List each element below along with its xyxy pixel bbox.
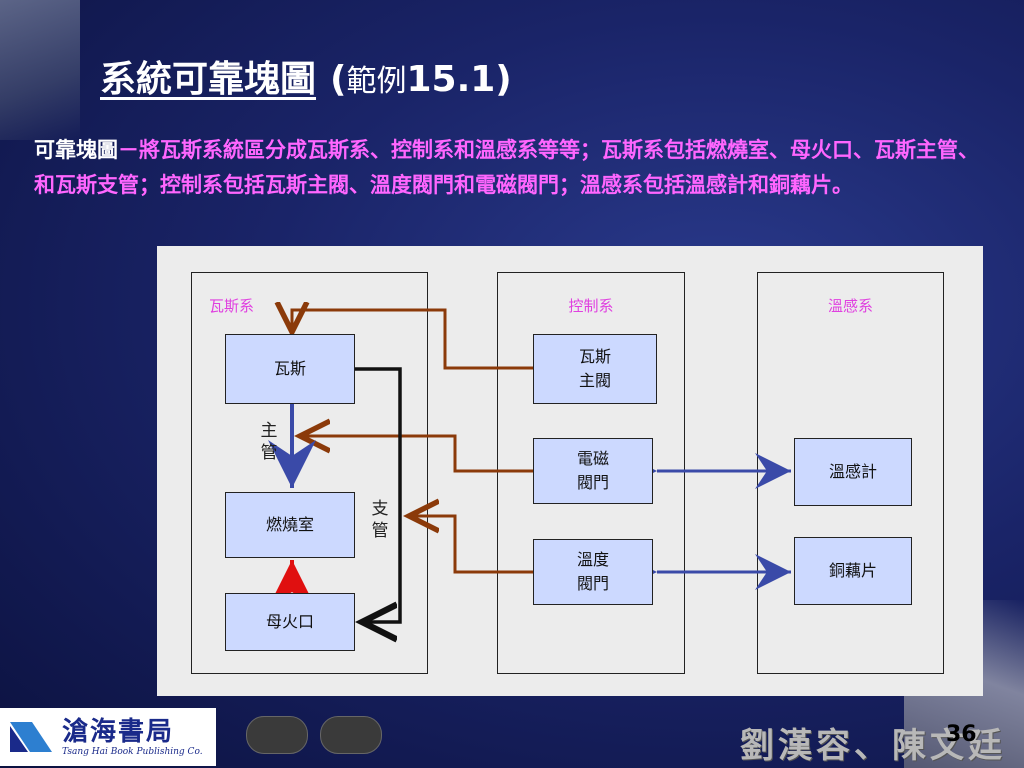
group-label-control: 控制系 <box>568 297 614 315</box>
publisher-name-en: Tsang Hai Book Publishing Co. <box>62 747 203 757</box>
box-pilot-burner: 母火口 <box>225 593 355 651</box>
line-solenoid-mainpipe <box>300 436 533 473</box>
line-branch-pipe <box>355 367 402 622</box>
box-copper-plate: 銅藕片 <box>794 537 912 605</box>
title-number: 15.1) <box>406 59 512 100</box>
group-label-temp: 溫感系 <box>827 297 873 315</box>
description-lead: 可靠塊圖 <box>34 137 118 162</box>
group-label-gas: 瓦斯系 <box>208 297 254 315</box>
box-main-valve: 瓦斯 主閥 <box>533 334 657 404</box>
next-slide-button[interactable] <box>320 716 382 754</box>
title-main: 系統可靠塊圖 <box>100 58 317 100</box>
publisher-name-cn: 滄海書局 <box>62 717 175 747</box>
title-paren: ( <box>330 59 347 100</box>
page-number: 36 <box>946 722 977 747</box>
slide-title: 系統可靠塊圖 (範例15.1) <box>100 50 512 102</box>
box-temp-valve: 溫度 閥門 <box>533 539 653 605</box>
label-main-pipe: 主 管 <box>260 421 278 463</box>
box-solenoid-valve: 電磁 閥門 <box>533 438 653 504</box>
box-gas: 瓦斯 <box>225 334 355 404</box>
background-decoration <box>0 0 80 140</box>
box-thermometer: 溫感計 <box>794 438 912 506</box>
description-body: －將瓦斯系統區分成瓦斯系、控制系和溫感系等等；瓦斯系包括燃燒室、母火口、瓦斯主管… <box>34 137 979 197</box>
publisher-logo: 滄海書局 Tsang Hai Book Publishing Co. <box>0 708 216 766</box>
label-branch-pipe: 支 管 <box>371 499 389 541</box>
connection-lines <box>268 246 791 696</box>
line-mainvalve-gas <box>292 310 533 370</box>
reliability-block-diagram: 瓦斯系 控制系 溫感系 瓦斯 燃燒室 母火口 主 管 支 管 瓦斯 主閥 <box>157 246 983 696</box>
description: 可靠塊圖－將瓦斯系統區分成瓦斯系、控制系和溫感系等等；瓦斯系包括燃燒室、母火口、… <box>34 132 994 202</box>
publisher-mark-icon <box>6 712 56 762</box>
title-example: 範例 <box>346 64 407 99</box>
box-combustion-chamber: 燃燒室 <box>225 492 355 558</box>
prev-slide-button[interactable] <box>246 716 308 754</box>
line-tempvalve-branchpipe <box>409 516 533 574</box>
authors: 劉漢容、陳文廷 <box>740 726 1006 766</box>
